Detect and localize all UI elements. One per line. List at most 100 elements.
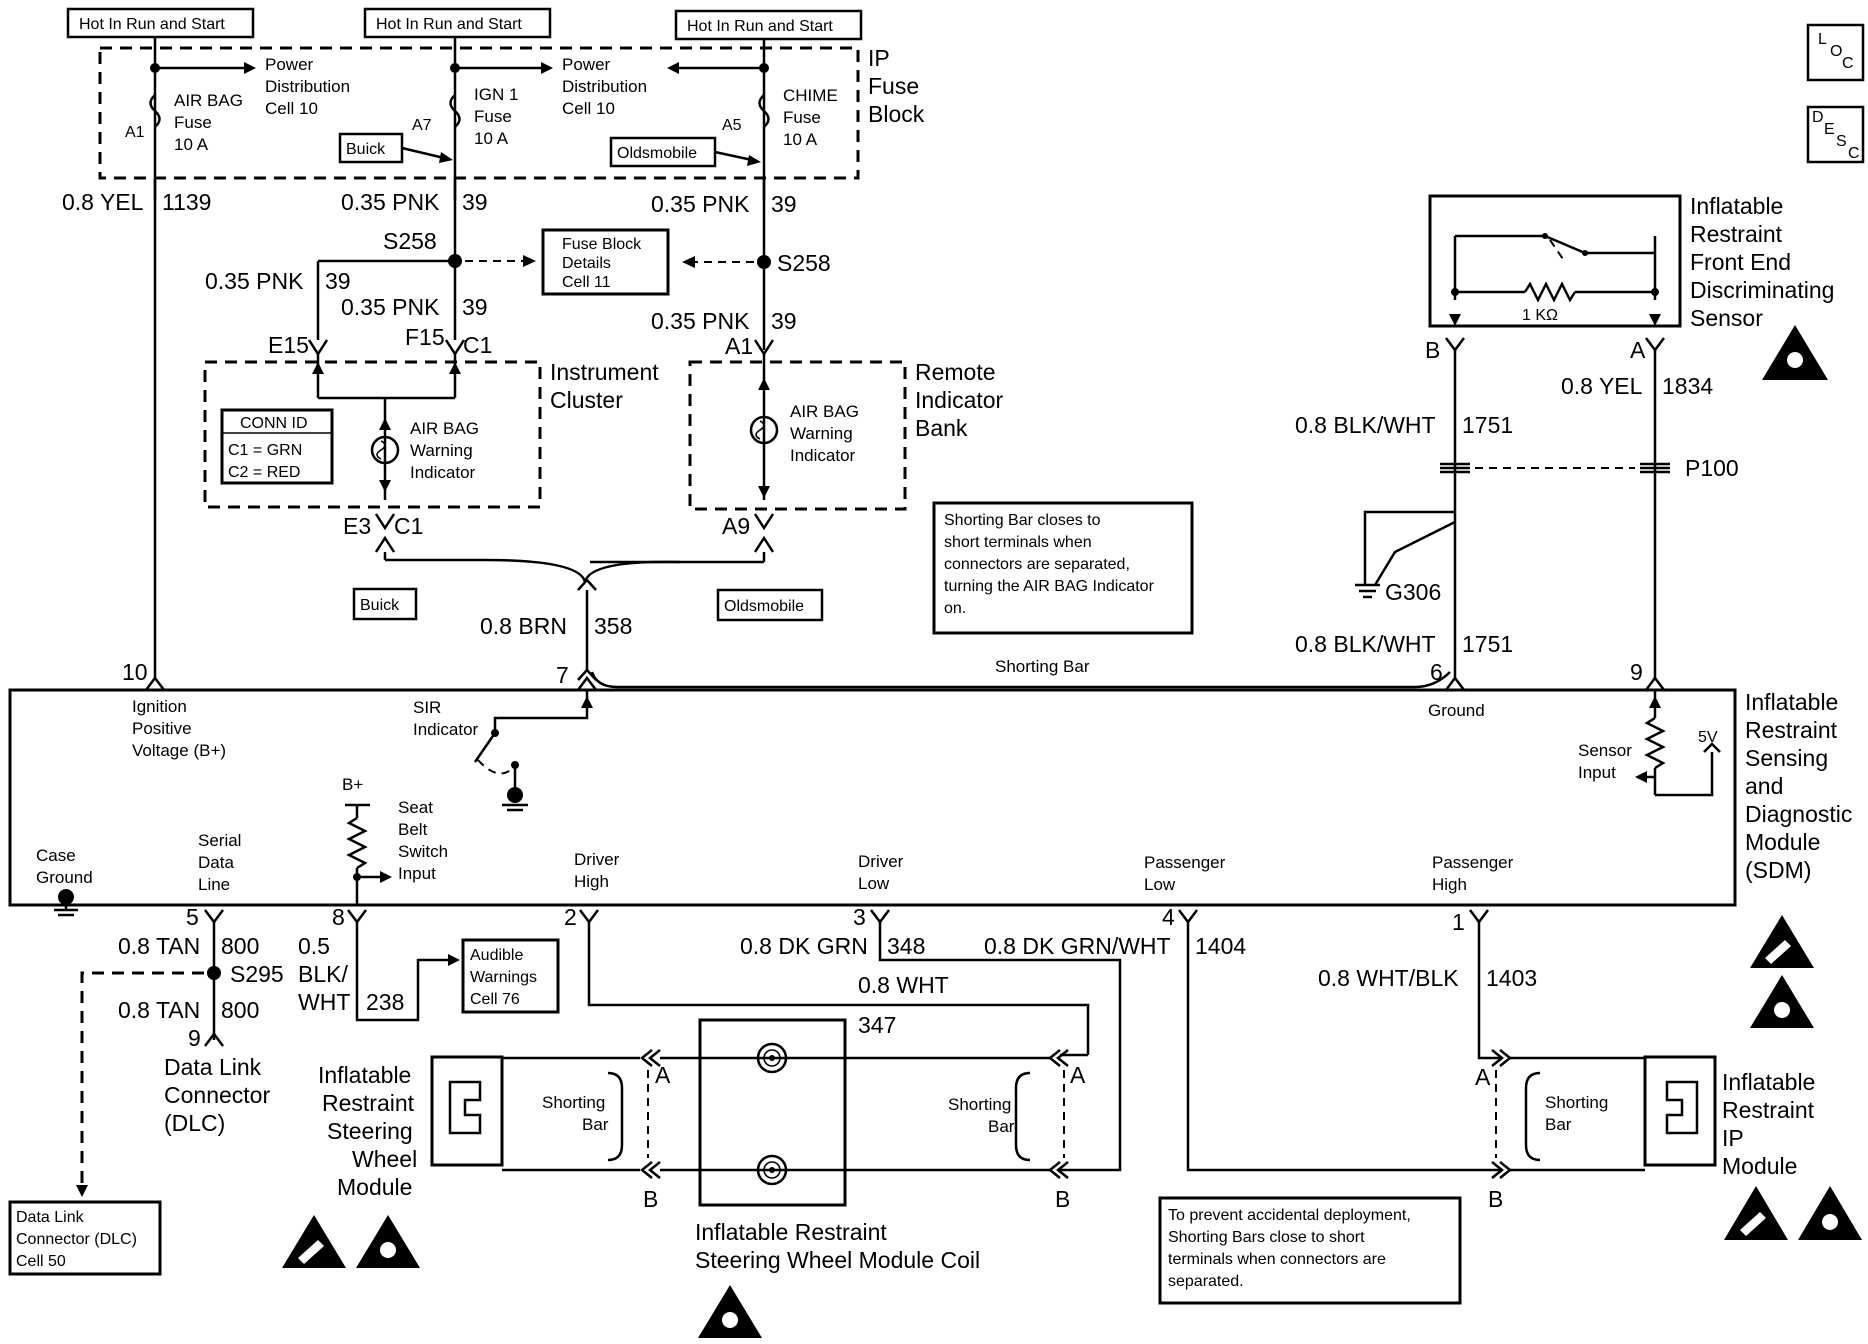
- svg-text:Driver: Driver: [574, 850, 620, 869]
- svg-text:348: 348: [887, 933, 925, 959]
- svg-text:B: B: [643, 1186, 658, 1212]
- svg-text:1403: 1403: [1486, 965, 1537, 991]
- power-distribution-label-2: Power Distribution Cell 10: [562, 55, 647, 118]
- svg-text:and: and: [1745, 773, 1783, 799]
- svg-text:39: 39: [325, 268, 351, 294]
- svg-text:Warning: Warning: [410, 441, 473, 460]
- svg-text:Cell 11: Cell 11: [562, 274, 611, 291]
- shorting-bar-note: Shorting Bar closes to short terminals w…: [932, 501, 1194, 635]
- svg-text:C1 = GRN: C1 = GRN: [228, 442, 302, 459]
- svg-text:A1: A1: [725, 333, 753, 359]
- svg-text:Hot In Run and Start: Hot In Run and Start: [79, 16, 225, 33]
- esd-warning-icon: [1750, 915, 1814, 968]
- ip-shorting-bar-label: Shorting Bar: [1545, 1093, 1608, 1134]
- audible-warnings-box: Audible Warnings Cell 76: [461, 938, 560, 1014]
- svg-text:Shorting Bar: Shorting Bar: [995, 657, 1090, 676]
- airbag-warning-icon: [356, 1215, 420, 1268]
- svg-text:Connector (DLC): Connector (DLC): [16, 1231, 137, 1248]
- svg-text:B: B: [1488, 1186, 1503, 1212]
- svg-text:Distribution: Distribution: [562, 77, 647, 96]
- svg-text:Indicator: Indicator: [915, 387, 1004, 413]
- svg-text:10: 10: [122, 659, 148, 685]
- svg-text:Power: Power: [562, 55, 611, 74]
- svg-text:Front End: Front End: [1690, 249, 1791, 275]
- driver-low-label: Driver Low: [858, 852, 904, 893]
- fuse-block-details-box: Fuse Block Details Cell 11: [541, 228, 670, 296]
- loc-button[interactable]: L O C: [1806, 23, 1865, 82]
- svg-text:4: 4: [1162, 904, 1175, 930]
- svg-text:1: 1: [1452, 909, 1465, 935]
- svg-text:on.: on.: [944, 600, 966, 617]
- svg-text:E: E: [1824, 121, 1835, 138]
- prevent-deployment-note: To prevent accidental deployment, Shorti…: [1158, 1196, 1462, 1305]
- svg-text:0.8 TAN: 0.8 TAN: [118, 997, 200, 1023]
- svg-text:Power: Power: [265, 55, 314, 74]
- svg-text:Restraint: Restraint: [1745, 717, 1838, 743]
- sensor-input-label: Sensor Input: [1578, 741, 1632, 782]
- case-ground-icon: [54, 889, 78, 917]
- steering-coil-box: [698, 1018, 847, 1207]
- svg-text:7: 7: [556, 662, 569, 688]
- airbag-warning-icon: [1750, 975, 1814, 1028]
- svg-text:Distribution: Distribution: [265, 77, 350, 96]
- svg-text:39: 39: [462, 189, 488, 215]
- svg-text:C1: C1: [394, 513, 423, 539]
- svg-text:Restraint: Restraint: [1690, 221, 1783, 247]
- svg-text:Inflatable: Inflatable: [318, 1062, 411, 1088]
- svg-text:Wheel: Wheel: [352, 1146, 417, 1172]
- passenger-low-label: Passenger Low: [1144, 853, 1226, 894]
- svg-text:Fuse: Fuse: [783, 108, 821, 127]
- svg-text:Shorting: Shorting: [1545, 1093, 1608, 1112]
- svg-text:9: 9: [1630, 659, 1643, 685]
- splice-s258-right: [757, 255, 771, 269]
- connector-p100-right: [1640, 462, 1670, 474]
- hot-tag-1: Hot In Run and Start: [66, 7, 255, 39]
- svg-text:Ignition: Ignition: [132, 697, 187, 716]
- svg-text:Bar: Bar: [1545, 1115, 1572, 1134]
- svg-text:39: 39: [462, 294, 488, 320]
- sdm-title: Inflatable Restraint Sensing and Diagnos…: [1745, 689, 1852, 883]
- svg-text:L: L: [1818, 31, 1827, 48]
- svg-text:E15: E15: [268, 332, 309, 358]
- front-sensor-resistor: [1523, 281, 1577, 303]
- svg-text:Details: Details: [562, 255, 611, 272]
- steering-coil-title: Inflatable Restraint Steering Wheel Modu…: [695, 1219, 980, 1273]
- svg-text:Input: Input: [398, 864, 436, 883]
- svg-text:Inflatable: Inflatable: [1690, 193, 1783, 219]
- svg-text:Inflatable Restraint: Inflatable Restraint: [695, 1219, 887, 1245]
- svg-text:Sensor: Sensor: [1690, 305, 1763, 331]
- svg-text:Inflatable: Inflatable: [1745, 689, 1838, 715]
- remote-indicator-outline: [688, 360, 907, 511]
- svg-text:Cell 10: Cell 10: [562, 99, 615, 118]
- svg-text:Bar: Bar: [988, 1117, 1015, 1136]
- svg-text:short terminals when: short terminals when: [944, 534, 1092, 551]
- desc-button[interactable]: D E S C: [1806, 105, 1865, 164]
- ip-fuse-block-title: IP Fuse Block: [868, 45, 925, 127]
- svg-text:Steering: Steering: [327, 1118, 413, 1144]
- svg-text:1 KΩ: 1 KΩ: [1522, 307, 1558, 324]
- svg-text:0.8 YEL: 0.8 YEL: [1561, 373, 1643, 399]
- esd-warning-icon: [282, 1215, 346, 1268]
- steering-module-icon: [430, 1055, 640, 1172]
- svg-text:1139: 1139: [162, 189, 211, 215]
- svg-text:A: A: [1070, 1062, 1086, 1088]
- hot-tag-2: Hot In Run and Start: [363, 7, 552, 39]
- svg-text:Warning: Warning: [790, 424, 853, 443]
- seatbelt-label: Seat Belt Switch Input: [398, 798, 448, 883]
- svg-text:A9: A9: [722, 513, 750, 539]
- svg-text:SIR: SIR: [413, 698, 441, 717]
- svg-text:A: A: [1475, 1064, 1491, 1090]
- svg-text:C1: C1: [463, 332, 492, 358]
- svg-text:Voltage (B+): Voltage (B+): [132, 741, 226, 760]
- svg-text:S295: S295: [230, 961, 284, 987]
- svg-text:1751: 1751: [1462, 412, 1513, 438]
- airbag-warning-icon: [1798, 1186, 1862, 1240]
- svg-text:0.8 TAN: 0.8 TAN: [118, 933, 200, 959]
- svg-text:(DLC): (DLC): [164, 1110, 225, 1136]
- remote-airbag-lamp-icon: [749, 415, 779, 445]
- svg-text:A: A: [655, 1062, 671, 1088]
- ip-module-icon: [1643, 1055, 1717, 1167]
- svg-text:To prevent accidental deployme: To prevent accidental deployment,: [1168, 1207, 1411, 1224]
- dlc-label: Data Link Connector (DLC): [164, 1054, 270, 1136]
- svg-text:Cell 10: Cell 10: [265, 99, 318, 118]
